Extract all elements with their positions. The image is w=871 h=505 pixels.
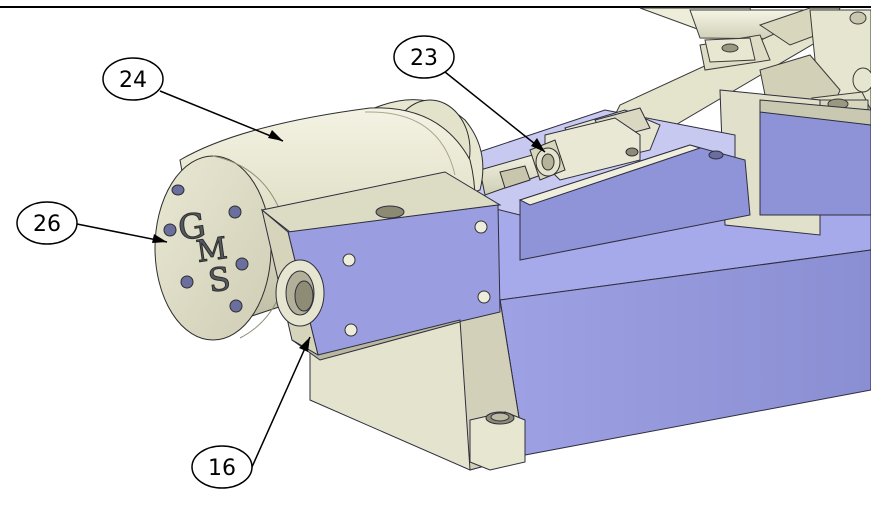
callout-16-label: 16 <box>208 456 236 481</box>
logo-letter-g: G <box>176 206 208 249</box>
callout-23-leader <box>444 71 546 153</box>
logo-letter-m: M <box>194 231 229 270</box>
mounting-block <box>260 171 502 361</box>
callout-26: 26 <box>16 201 168 245</box>
callout-16-leader <box>251 336 311 468</box>
callout-26-leader <box>76 223 168 243</box>
callout-16: 16 <box>191 336 311 489</box>
callout-24-leader <box>159 90 284 142</box>
callout-26-arrow <box>152 234 167 243</box>
callout-24: 24 <box>102 57 284 142</box>
callout-23: 23 <box>393 35 546 153</box>
callout-23-label: 23 <box>410 46 438 71</box>
callout-24-label: 24 <box>119 68 147 93</box>
callout-23-bubble <box>393 35 455 79</box>
cylinder-end-cap: G M S <box>154 155 291 341</box>
callout-23-arrow <box>531 138 545 152</box>
guide-slide <box>469 107 751 261</box>
logo-letter-s: S <box>206 259 233 300</box>
callout-24-bubble <box>102 57 164 101</box>
callout-24-arrow <box>268 130 283 141</box>
callout-16-arrow <box>299 337 310 352</box>
piston-rod <box>479 139 566 196</box>
callout-26-bubble <box>16 201 78 245</box>
callout-26-label: 26 <box>33 212 61 237</box>
